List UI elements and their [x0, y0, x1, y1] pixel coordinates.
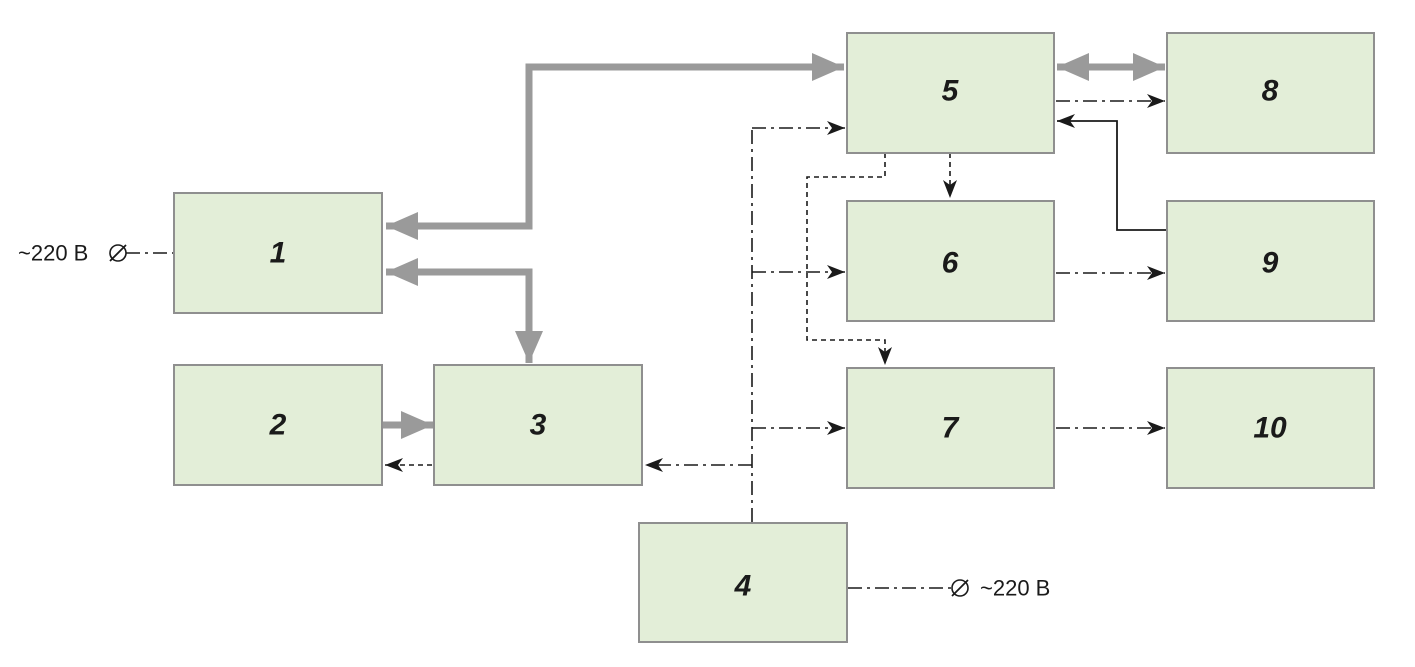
block-3-label: 3 — [530, 409, 547, 442]
block-10: 10 — [1166, 367, 1375, 489]
block-1-label: 1 — [270, 237, 287, 270]
block-2-label: 2 — [269, 409, 287, 442]
block-4: 4 — [638, 522, 848, 643]
block-3: 3 — [433, 364, 643, 486]
block-6-label: 6 — [942, 247, 959, 280]
power-label-right: ~220 В — [980, 576, 1050, 601]
block-10-label: 10 — [1253, 412, 1287, 445]
power-plug-right-icon — [951, 579, 969, 597]
block-8: 8 — [1166, 32, 1375, 154]
line-9-5 — [1057, 114, 1166, 231]
bus-connections — [383, 53, 1165, 439]
dotted-connections — [385, 153, 957, 472]
block-2: 2 — [173, 364, 383, 486]
block-9: 9 — [1166, 200, 1375, 322]
block-7-label: 7 — [942, 412, 960, 445]
line-5-7 — [806, 153, 892, 365]
block-7: 7 — [846, 367, 1055, 489]
power-label-left: ~220 В — [18, 241, 88, 266]
bus-1-3 — [386, 258, 543, 363]
block-4-label: 4 — [734, 570, 752, 603]
block-5: 5 — [846, 32, 1055, 154]
block-5-label: 5 — [942, 75, 960, 108]
power-plug-left-icon — [109, 244, 127, 262]
block-6: 6 — [846, 200, 1055, 322]
block-1: 1 — [173, 192, 383, 314]
block-9-label: 9 — [1262, 247, 1279, 280]
bus-1-5 — [386, 53, 844, 240]
block-8-label: 8 — [1262, 75, 1279, 108]
dashdot-connections — [126, 94, 1165, 589]
